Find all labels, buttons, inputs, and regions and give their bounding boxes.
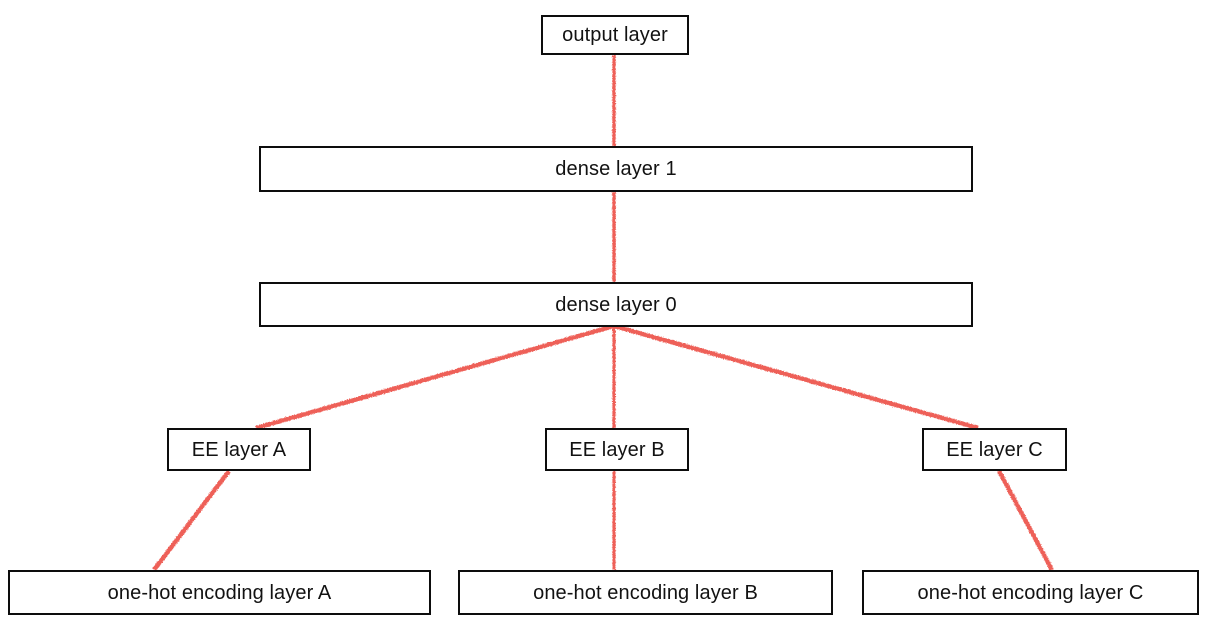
edge-ee-c-to-dense-0	[613, 323, 979, 431]
node-onehot-encoding-layer-b[interactable]: one-hot encoding layer B	[458, 570, 833, 615]
node-onehot-encoding-layer-b-label: one-hot encoding layer B	[533, 581, 758, 604]
node-onehot-encoding-layer-a-label: one-hot encoding layer A	[107, 581, 332, 604]
node-output-layer-label: output layer	[562, 24, 668, 46]
node-dense-layer-0-label: dense layer 0	[555, 293, 677, 316]
node-dense-layer-1-label: dense layer 1	[555, 158, 677, 180]
node-onehot-encoding-layer-a[interactable]: one-hot encoding layer A	[8, 570, 431, 615]
edge-onehot-c-to-ee-c	[997, 469, 1054, 572]
node-onehot-encoding-layer-c[interactable]: one-hot encoding layer C	[862, 570, 1199, 615]
node-dense-layer-0[interactable]: dense layer 0	[259, 282, 973, 327]
node-ee-layer-c-label: EE layer C	[946, 438, 1043, 461]
node-ee-layer-b-label: EE layer B	[569, 438, 665, 461]
node-ee-layer-a-label: EE layer A	[191, 438, 287, 461]
node-ee-layer-b[interactable]: EE layer B	[545, 428, 689, 471]
edge-onehot-a-to-ee-a	[152, 469, 231, 572]
node-ee-layer-c[interactable]: EE layer C	[922, 428, 1067, 471]
node-onehot-encoding-layer-c-label: one-hot encoding layer C	[917, 581, 1144, 604]
node-output-layer[interactable]: output layer	[541, 15, 689, 55]
edge-ee-a-to-dense-0	[255, 323, 615, 431]
node-dense-layer-1[interactable]: dense layer 1	[259, 146, 973, 192]
node-ee-layer-a[interactable]: EE layer A	[167, 428, 311, 471]
